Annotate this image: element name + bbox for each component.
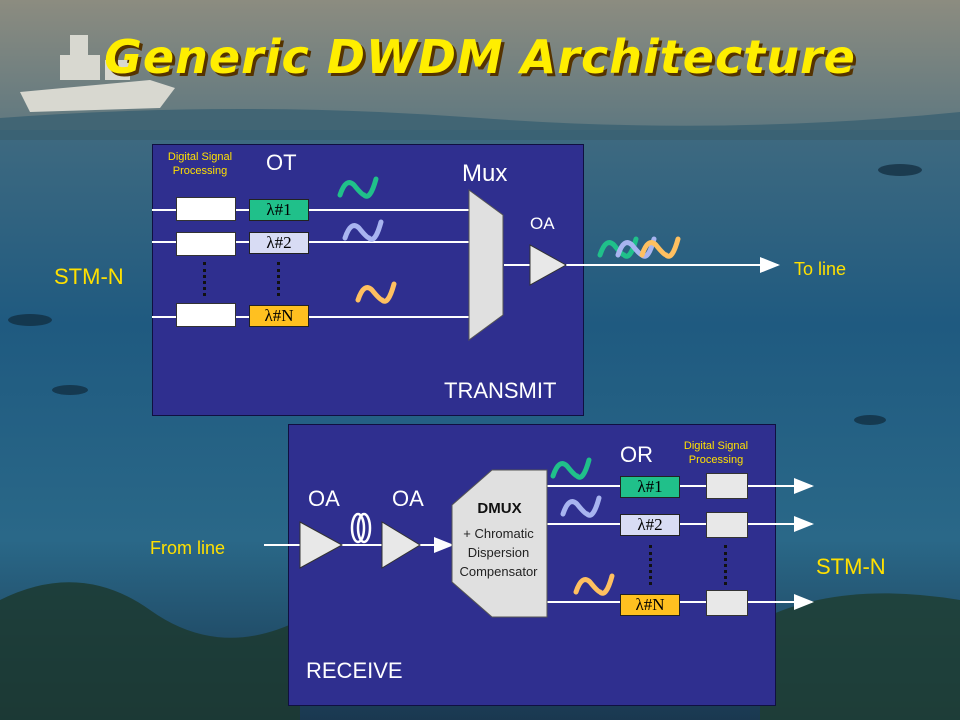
- to-line-label: To line: [794, 259, 847, 279]
- dmux-title: DMUX: [477, 500, 522, 517]
- rx-dsp-box-1: [706, 473, 748, 499]
- rx-oa1-label: OA: [308, 486, 340, 511]
- tx-lambda-ellipsis: [277, 262, 280, 296]
- wave-channel-1: [337, 176, 379, 199]
- rx-wave-1: [550, 457, 592, 480]
- stm-out-label: STM-N: [816, 554, 886, 579]
- wave-channel-2: [342, 219, 384, 242]
- rx-lambda-1: λ#1: [620, 476, 680, 498]
- mux-block: [468, 189, 504, 341]
- rx-dsp-label: Digital Signal Processing: [683, 440, 749, 466]
- dmux-block: [451, 469, 548, 618]
- wave-combined-2: [615, 236, 657, 259]
- rx-amplifier-2: [381, 521, 421, 569]
- tx-dsp-box-n: [176, 303, 236, 327]
- mux-label: Mux: [462, 160, 508, 187]
- rx-lambda-ellipsis: [649, 545, 652, 585]
- tx-dsp-ellipsis: [203, 262, 206, 296]
- wave-channel-n: [355, 281, 397, 304]
- receive-label: RECEIVE: [306, 658, 403, 683]
- page-title: Generic DWDM Architecture: [104, 30, 856, 84]
- wave-combined-n: [639, 236, 681, 259]
- rx-dsp-box-n: [706, 590, 748, 616]
- tx-lambda-2: λ#2: [249, 232, 309, 254]
- ot-label: OT: [266, 150, 297, 175]
- dmux-subtitle: + Chromatic Dispersion Compensator: [459, 526, 538, 579]
- tx-lambda-n: λ#N: [249, 305, 309, 327]
- rx-wave-2: [560, 495, 602, 518]
- rx-wave-n: [573, 573, 615, 596]
- tx-dsp-box-1: [176, 197, 236, 221]
- tx-dsp-box-2: [176, 232, 236, 256]
- or-label: OR: [620, 442, 653, 467]
- tx-oa-label: OA: [530, 214, 555, 233]
- rx-amplifier-1: [299, 521, 344, 569]
- rx-lambda-2: λ#2: [620, 514, 680, 536]
- rx-oa2-label: OA: [392, 486, 424, 511]
- ship-silhouette: [20, 35, 175, 112]
- rx-dsp-ellipsis: [724, 545, 727, 585]
- stm-in-label: STM-N: [54, 264, 124, 289]
- rx-lambda-n: λ#N: [620, 594, 680, 616]
- tx-dsp-label: Digital Signal Processing: [167, 151, 233, 177]
- transmit-panel: [152, 144, 584, 416]
- tx-amplifier: [529, 244, 568, 286]
- rx-dsp-box-2: [706, 512, 748, 538]
- transmit-label: TRANSMIT: [444, 378, 557, 403]
- fiber-coil-icon: [350, 512, 372, 544]
- tx-lambda-1: λ#1: [249, 199, 309, 221]
- from-line-label: From line: [150, 538, 226, 558]
